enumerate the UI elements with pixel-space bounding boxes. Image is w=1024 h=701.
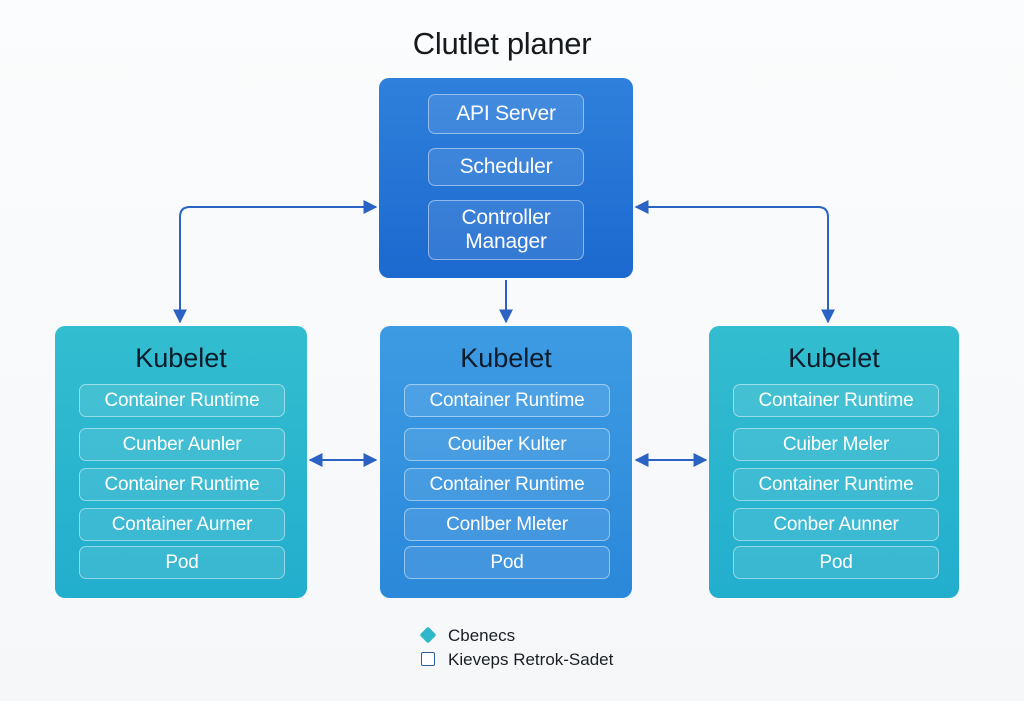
node-title: Kubelet bbox=[788, 343, 880, 373]
arrow-control-to-left-node bbox=[173, 200, 378, 324]
node-component-box: Container Aurner bbox=[79, 508, 285, 541]
node-component-box: Conlber Mleter bbox=[404, 508, 610, 541]
pod-box: Pod bbox=[79, 546, 285, 579]
node-component-box: Container Runtime bbox=[733, 468, 939, 501]
arrow-control-to-right-node bbox=[634, 200, 835, 324]
node-component-box: Cunber Aunler bbox=[79, 428, 285, 461]
node-component-box: Container Runtime bbox=[404, 384, 610, 417]
pod-box: Pod bbox=[404, 546, 610, 579]
worker-node-middle: Kubelet Container Runtime Couiber Kulter… bbox=[380, 326, 632, 598]
node-component-box: Container Runtime bbox=[404, 468, 610, 501]
node-component-box: Cuiber Meler bbox=[733, 428, 939, 461]
diagram-title: Clutlet planer bbox=[412, 26, 592, 61]
node-component-box: Conber Aunner bbox=[733, 508, 939, 541]
square-icon bbox=[421, 652, 435, 666]
legend-label: Cbenecs bbox=[448, 626, 516, 645]
legend-label: Kieveps Retrok-Sadet bbox=[448, 650, 614, 669]
node-title: Kubelet bbox=[460, 343, 552, 373]
pod-box: Pod bbox=[733, 546, 939, 579]
control-plane-panel: API Server Scheduler Controller Manager bbox=[379, 78, 633, 278]
node-component-box: Container Runtime bbox=[79, 384, 285, 417]
node-component-box: Couiber Kulter bbox=[404, 428, 610, 461]
node-component-box: Container Runtime bbox=[79, 468, 285, 501]
node-title: Kubelet bbox=[135, 343, 227, 373]
worker-node-right: Kubelet Container Runtime Cuiber Meler C… bbox=[709, 326, 959, 598]
controller-manager-box: Controller Manager bbox=[428, 200, 584, 260]
api-server-box: API Server bbox=[428, 94, 584, 134]
scheduler-box: Scheduler bbox=[428, 148, 584, 186]
node-component-box: Container Runtime bbox=[733, 384, 939, 417]
worker-node-left: Kubelet Container Runtime Cunber Aunler … bbox=[55, 326, 307, 598]
